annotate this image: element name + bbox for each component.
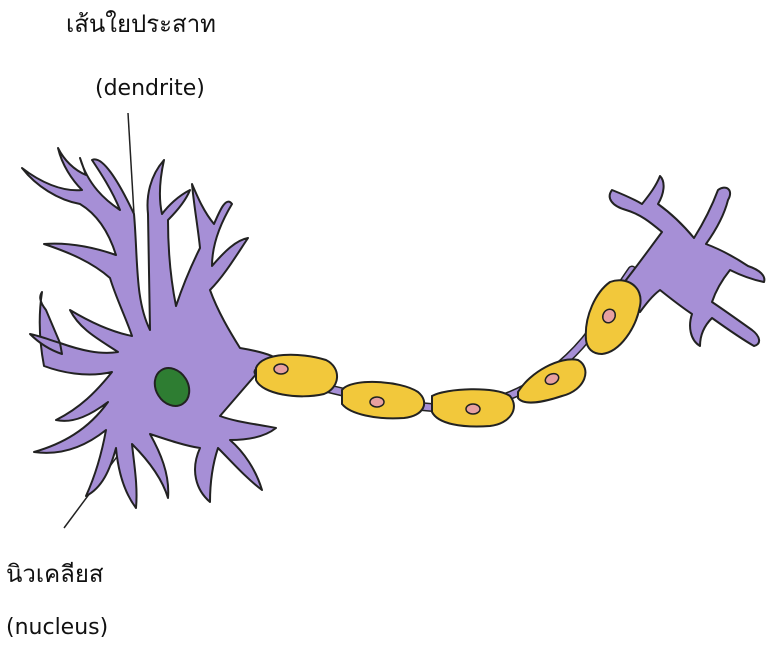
dendrite-leader-line [128, 113, 134, 214]
schwann-nucleus [370, 397, 384, 407]
myelin-sheath [432, 389, 514, 426]
myelin-sheaths [256, 280, 641, 426]
schwann-nucleus [466, 404, 480, 414]
myelin-sheath [586, 280, 641, 354]
myelin-sheath [256, 355, 337, 397]
myelin-sheath [518, 359, 585, 402]
schwann-nucleus [274, 364, 288, 374]
myelin-sheath [342, 382, 424, 418]
cell-body [22, 148, 276, 508]
